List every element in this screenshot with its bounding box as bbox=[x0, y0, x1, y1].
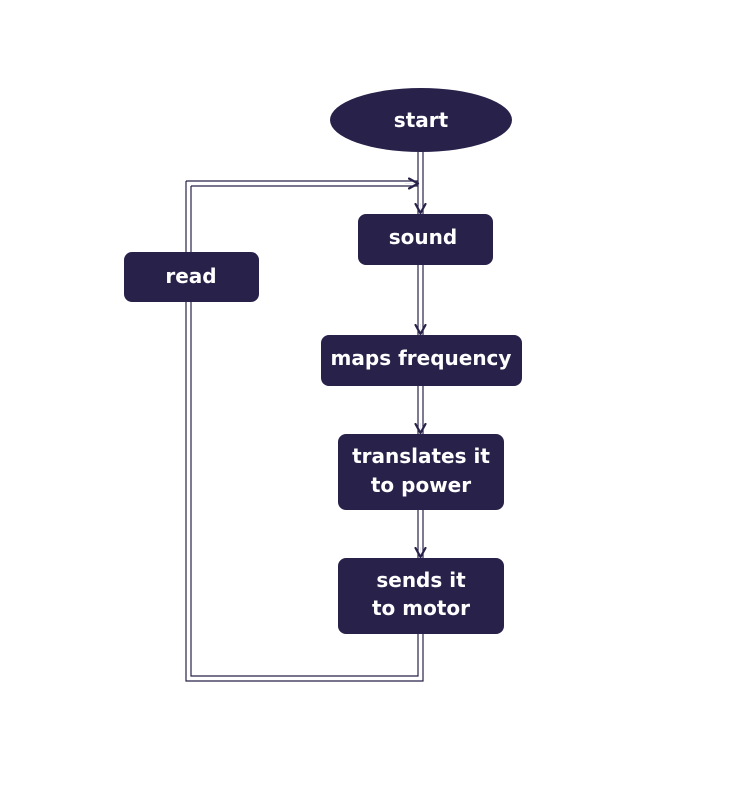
node-translates: translates it to power bbox=[338, 434, 504, 510]
node-sends-label-line1: sends it bbox=[376, 568, 466, 592]
node-sends-label-line2: to motor bbox=[372, 596, 470, 620]
edge-start-to-sound bbox=[418, 152, 423, 214]
node-sends: sends it to motor bbox=[338, 558, 504, 634]
node-maps-frequency: maps frequency bbox=[321, 335, 522, 386]
edge-translates-to-sends bbox=[418, 510, 423, 558]
node-read: read bbox=[124, 252, 259, 302]
edge-sends-to-read bbox=[185, 302, 424, 682]
edge-maps-frequency-to-translates bbox=[418, 386, 423, 434]
node-maps-frequency-label: maps frequency bbox=[331, 346, 512, 370]
node-translates-label-line1: translates it bbox=[352, 444, 490, 468]
node-sound-label: sound bbox=[389, 225, 457, 249]
node-start-label: start bbox=[394, 108, 449, 132]
node-read-label: read bbox=[165, 264, 216, 288]
node-translates-label-line2: to power bbox=[371, 473, 471, 497]
edge-read-to-sound bbox=[185, 181, 418, 252]
edge-sound-to-maps-frequency bbox=[418, 265, 423, 335]
node-start: start bbox=[330, 88, 512, 152]
node-sound: sound bbox=[358, 214, 493, 265]
